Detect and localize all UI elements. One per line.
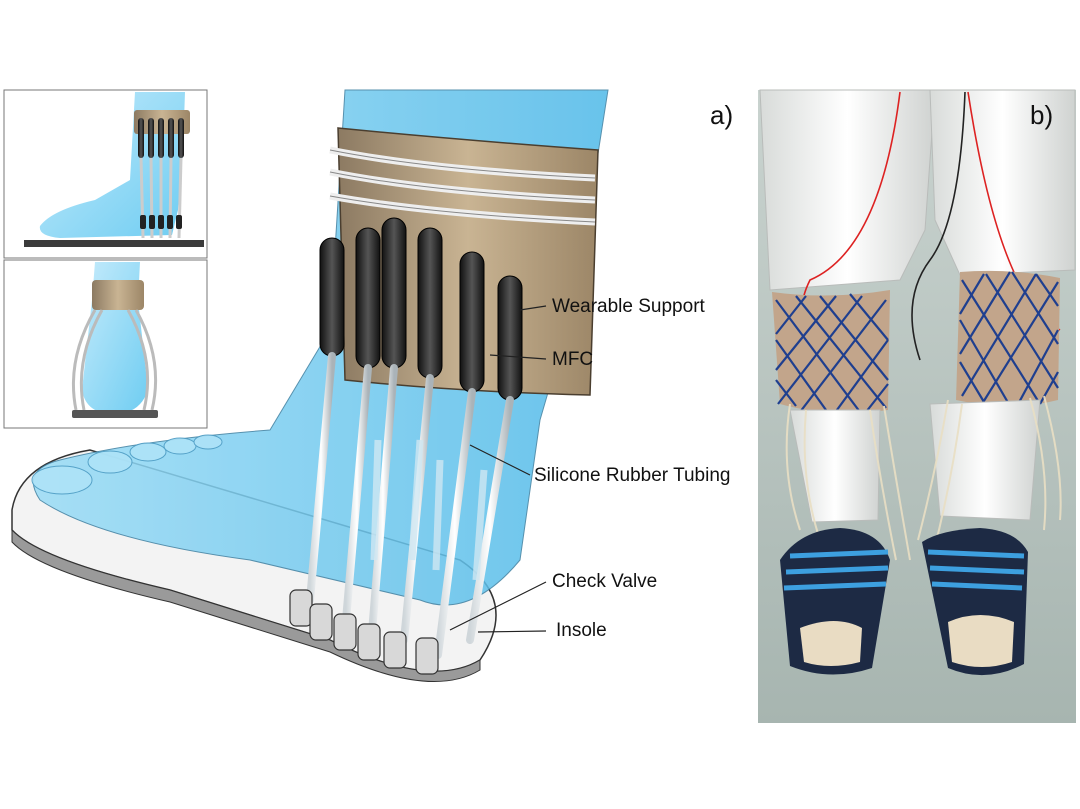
panel-a-label: a) bbox=[710, 100, 734, 130]
callout-check-valve: Check Valve bbox=[552, 571, 658, 592]
callout-insole: Insole bbox=[556, 620, 607, 641]
main-illustration bbox=[11, 89, 609, 683]
panel-b-label: b) bbox=[1030, 100, 1054, 130]
callout-wearable-support: Wearable Support bbox=[552, 296, 705, 317]
sandal-left bbox=[780, 528, 890, 675]
photo-panel bbox=[758, 89, 1076, 723]
inset-side-view bbox=[3, 89, 208, 259]
callout-mfc: MFC bbox=[552, 349, 594, 370]
mesh-band-left bbox=[772, 290, 890, 415]
inset-front-view bbox=[3, 259, 208, 429]
sandal-right bbox=[922, 528, 1028, 676]
mesh-band-right bbox=[956, 270, 1060, 409]
callout-silicone-tubing: Silicone Rubber Tubing bbox=[534, 465, 731, 486]
